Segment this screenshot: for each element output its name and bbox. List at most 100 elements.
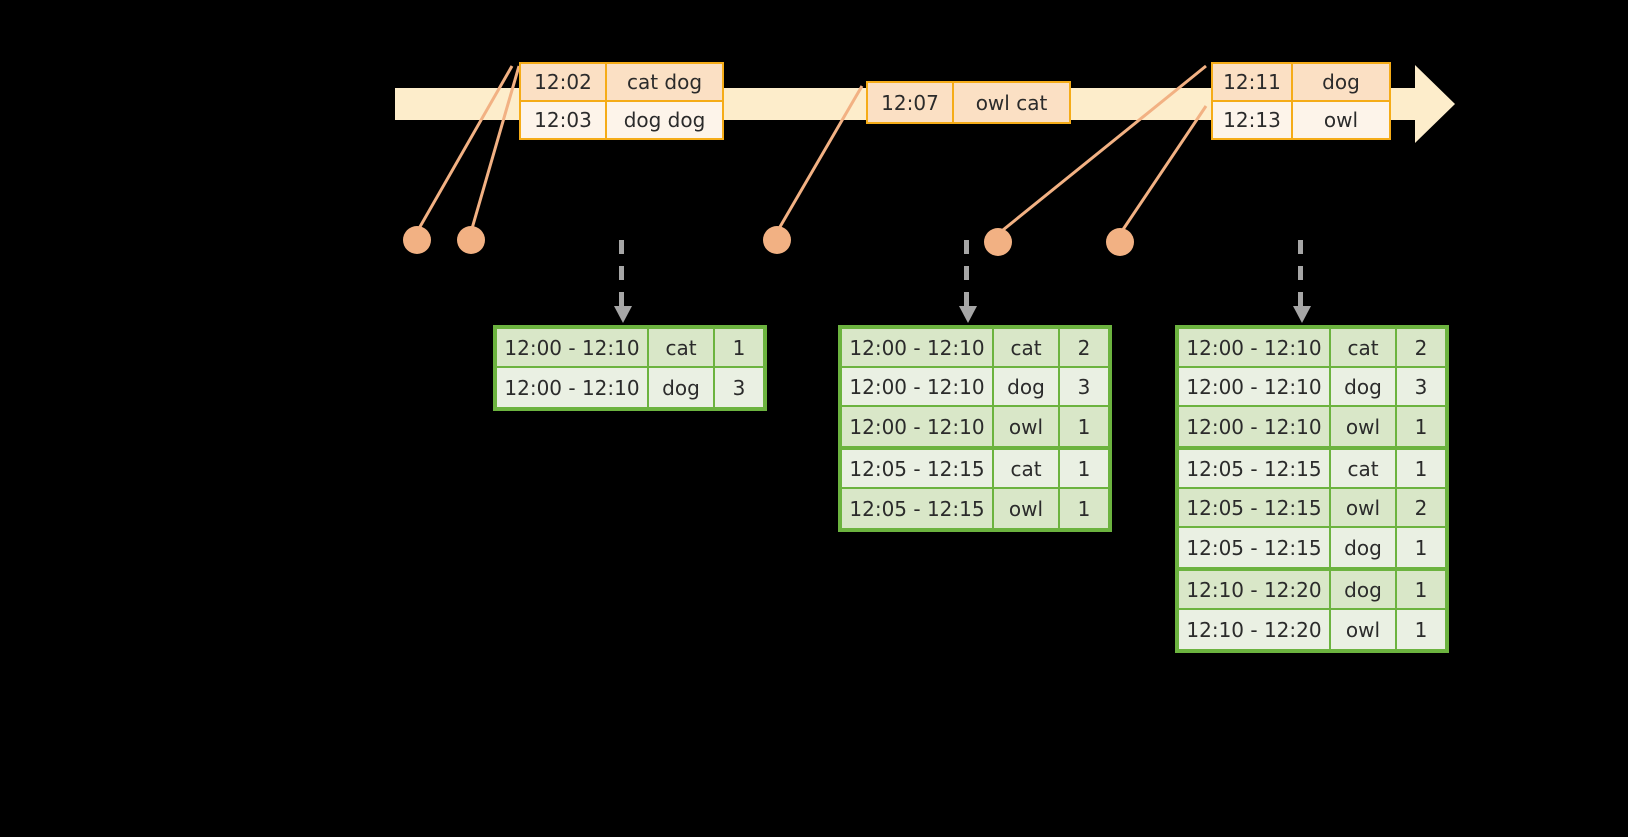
leader-line [775,85,864,233]
count-cell: 3 [1060,368,1108,407]
key-cell: owl [1331,610,1397,649]
dashed-line [619,240,624,308]
event-payload: cat dog [607,64,722,100]
key-cell: cat [1331,450,1397,489]
key-cell: owl [994,407,1060,446]
key-cell: cat [994,450,1060,489]
count-cell: 1 [715,329,763,368]
window-cell: 12:00 - 12:10 [1179,368,1331,407]
leader-line [415,65,514,233]
key-cell: dog [994,368,1060,407]
dashed-down-arrow-icon [614,240,632,323]
arrow-head-icon [959,306,977,323]
count-cell: 1 [1060,407,1108,446]
window-cell: 12:05 - 12:15 [842,450,994,489]
window-cell: 12:00 - 12:10 [1179,329,1331,368]
event-marker-dot [1106,228,1134,256]
arrow-head-icon [1293,306,1311,323]
count-cell: 1 [1397,450,1445,489]
count-cell: 2 [1397,489,1445,528]
count-cell: 1 [1060,450,1108,489]
event-payload: dog [1293,64,1389,100]
event-payload: owl cat [954,83,1069,122]
dashed-down-arrow-icon [959,240,977,323]
key-cell: dog [1331,368,1397,407]
window-cell: 12:00 - 12:10 [842,329,994,368]
event-row: 12:13 owl [1213,100,1389,138]
dashed-down-arrow-icon [1293,240,1311,323]
key-cell: dog [1331,571,1397,610]
event-time: 12:03 [521,102,607,138]
leader-line [469,65,521,233]
event-row: 12:02 cat dog [521,64,722,100]
window-cell: 12:00 - 12:10 [497,368,649,407]
event-box-3: 12:11 dog 12:13 owl [1211,62,1391,140]
window-cell: 12:00 - 12:10 [842,368,994,407]
window-cell: 12:05 - 12:15 [1179,489,1331,528]
count-cell: 1 [1397,610,1445,649]
window-cell: 12:05 - 12:15 [1179,528,1331,567]
leader-line [1118,105,1208,235]
leader-line [997,64,1207,236]
event-box-2: 12:07 owl cat [866,81,1071,124]
event-payload: owl [1293,102,1389,138]
event-marker-dot [763,226,791,254]
event-payload: dog dog [607,102,722,138]
event-time: 12:11 [1213,64,1293,100]
arrow-head-icon [614,306,632,323]
event-row: 12:11 dog [1213,64,1389,100]
window-cell: 12:00 - 12:10 [1179,407,1331,446]
event-row: 12:07 owl cat [868,83,1069,122]
key-cell: dog [649,368,715,407]
key-cell: cat [1331,329,1397,368]
dashed-line [964,240,969,308]
event-row: 12:03 dog dog [521,100,722,138]
count-cell: 1 [1060,489,1108,528]
count-cell: 1 [1397,528,1445,567]
key-cell: cat [994,329,1060,368]
count-cell: 2 [1397,329,1445,368]
count-cell: 1 [1397,407,1445,446]
event-time: 12:13 [1213,102,1293,138]
key-cell: owl [1331,489,1397,528]
count-cell: 3 [1397,368,1445,407]
count-cell: 1 [1397,571,1445,610]
window-cell: 12:10 - 12:20 [1179,571,1331,610]
event-time: 12:07 [868,83,954,122]
key-cell: owl [994,489,1060,528]
event-time: 12:02 [521,64,607,100]
event-marker-dot [403,226,431,254]
key-cell: dog [1331,528,1397,567]
event-box-1: 12:02 cat dog 12:03 dog dog [519,62,724,140]
event-marker-dot [984,228,1012,256]
key-cell: owl [1331,407,1397,446]
dashed-line [1298,240,1303,308]
count-cell: 3 [715,368,763,407]
count-cell: 2 [1060,329,1108,368]
